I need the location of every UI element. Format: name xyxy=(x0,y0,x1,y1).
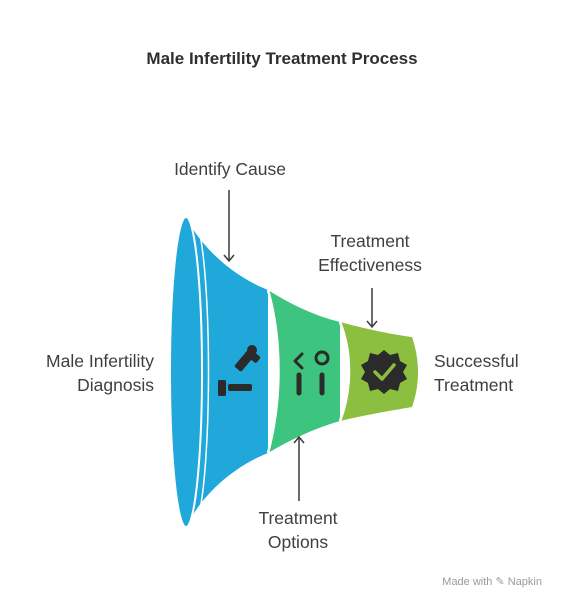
funnel-mouth-ellipse xyxy=(169,216,203,528)
label-male-infertility-diagnosis: Male Infertility Diagnosis xyxy=(46,351,154,395)
label-successful-treatment: Successful Treatment xyxy=(434,351,519,395)
arrow-identify-cause xyxy=(223,190,235,263)
arrow-treatment-options xyxy=(293,435,305,501)
napkin-watermark: Made with ✎ Napkin xyxy=(442,576,542,588)
stage-divider-1 xyxy=(266,289,280,454)
stage-divider-2 xyxy=(338,321,351,422)
funnel-inner-arc xyxy=(197,224,210,520)
medical-tools-icon xyxy=(293,350,330,396)
verified-badge-icon xyxy=(361,350,407,394)
label-treatment-options: Treatment Options xyxy=(258,508,338,552)
label-identify-cause: Identify Cause xyxy=(174,159,286,179)
medical-bed-icon xyxy=(218,345,261,396)
diagram-title: Male Infertility Treatment Process xyxy=(146,49,418,68)
label-treatment-effectiveness: Treatment Effectiveness xyxy=(318,231,422,275)
arrow-effectiveness xyxy=(366,288,378,329)
stage-options-shape xyxy=(268,290,340,453)
